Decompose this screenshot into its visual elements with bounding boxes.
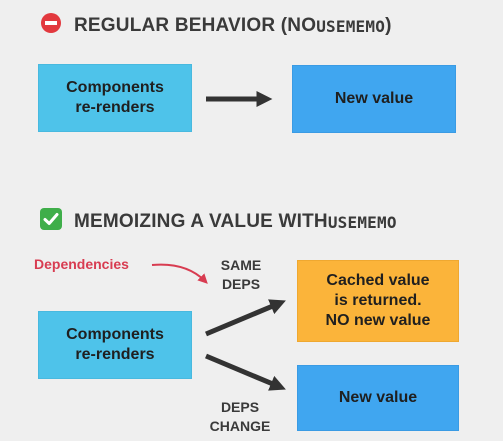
section2-heading: MEMOIZING A VALUE WITH USEMEMO (40, 208, 397, 236)
cached-value-box: Cached value is returned. NO new value (297, 260, 459, 342)
section1-new-value-box: New value (292, 65, 456, 133)
section1-title-end: ) (385, 15, 392, 36)
no-entry-icon (40, 12, 62, 40)
section2-new-value-box: New value (297, 365, 459, 431)
deps-change-arrow (205, 353, 286, 391)
section1-heading: REGULAR BEHAVIOR (NO USEMEMO) (40, 12, 392, 40)
same-deps-label: SAME DEPS (220, 257, 262, 292)
section1-title-text: REGULAR BEHAVIOR (NO (74, 15, 317, 36)
dependencies-label: Dependencies (34, 256, 129, 272)
dependencies-arrow (151, 263, 208, 284)
section2-title-text: MEMOIZING A VALUE WITH (74, 211, 328, 232)
section2-components-rerenders-box: Components re-renders (38, 311, 192, 379)
check-mark-icon (40, 208, 62, 236)
section1-title-code: USEMEMO (316, 16, 386, 36)
deps-change-label: DEPS CHANGE (209, 399, 271, 434)
same-deps-arrow (205, 299, 286, 337)
section1-components-rerenders-box: Components re-renders (38, 64, 192, 132)
section2-title-code: USEMEMO (327, 212, 397, 232)
